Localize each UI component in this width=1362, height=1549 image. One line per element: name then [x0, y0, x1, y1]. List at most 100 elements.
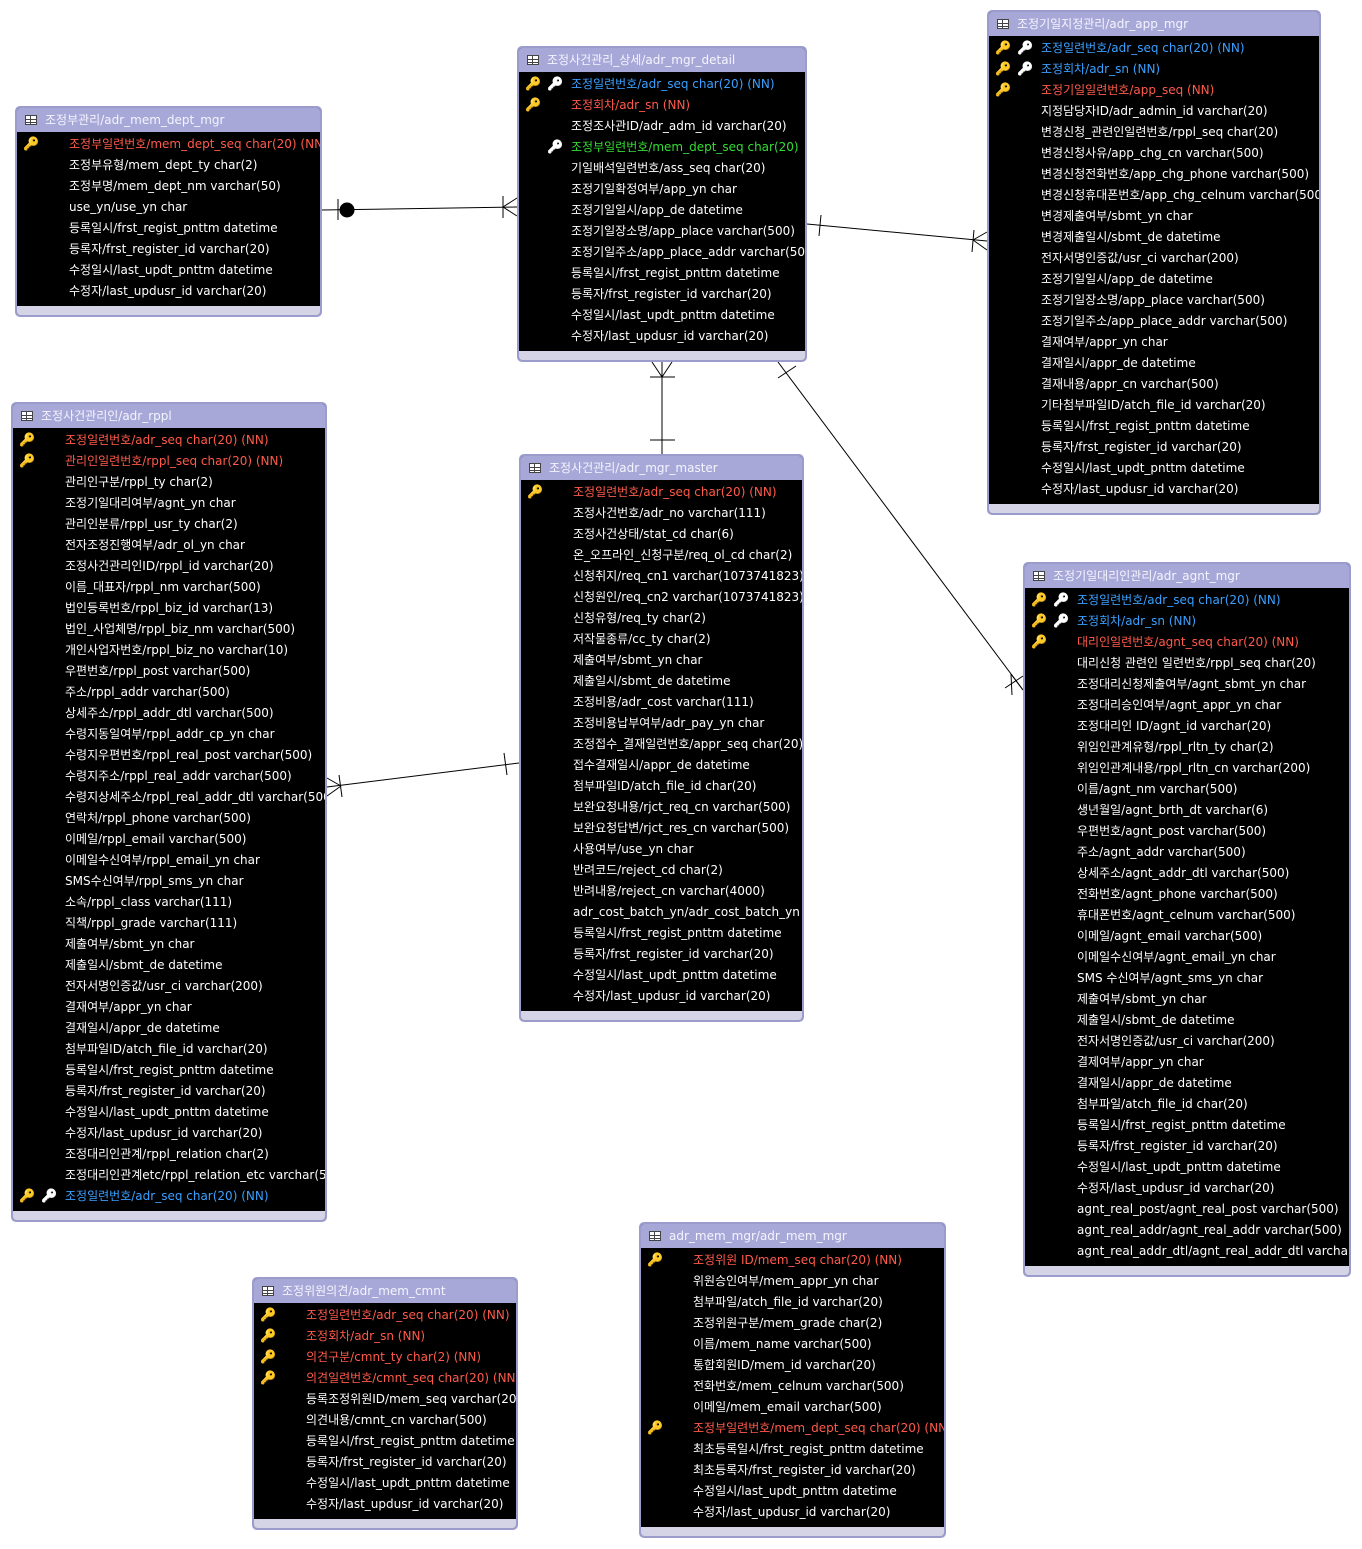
column-row[interactable]: 직책/rppl_grade varchar(111) — [13, 913, 325, 934]
column-row[interactable]: 등록일시/frst_regist_pnttm datetime — [989, 416, 1319, 437]
column-row[interactable]: 🔑대리인일련번호/agnt_seq char(20) (NN) — [1025, 632, 1349, 653]
column-row[interactable]: 첨부파일ID/atch_file_id char(20) — [521, 776, 802, 797]
column-row[interactable]: 위원승인여부/mem_appr_yn char — [641, 1271, 944, 1292]
column-row[interactable]: 첨부파일ID/atch_file_id varchar(20) — [13, 1039, 325, 1060]
column-row[interactable]: 수정자/last_updusr_id varchar(20) — [989, 479, 1319, 500]
column-row[interactable]: 우편번호/agnt_post varchar(500) — [1025, 821, 1349, 842]
column-row[interactable]: 지정담당자ID/adr_admin_id varchar(20) — [989, 101, 1319, 122]
column-row[interactable]: 개인사업자번호/rppl_biz_no varchar(10) — [13, 640, 325, 661]
column-row[interactable]: 결재일시/appr_de datetime — [989, 353, 1319, 374]
column-row[interactable]: 수정자/last_updusr_id varchar(20) — [17, 281, 320, 302]
column-row[interactable]: 수정일시/last_updt_pnttm datetime — [13, 1102, 325, 1123]
column-row[interactable]: 연락처/rppl_phone varchar(500) — [13, 808, 325, 829]
entity-master[interactable]: 조정사건관리/adr_mgr_master🔑조정일련번호/adr_seq cha… — [519, 454, 804, 1022]
column-row[interactable]: 접수결재일시/appr_de datetime — [521, 755, 802, 776]
column-row[interactable]: 제출여부/sbmt_yn char — [1025, 989, 1349, 1010]
column-row[interactable]: 제출일시/sbmt_de datetime — [521, 671, 802, 692]
column-row[interactable]: 사용여부/use_yn char — [521, 839, 802, 860]
column-row[interactable]: 소속/rppl_class varchar(111) — [13, 892, 325, 913]
column-row[interactable]: 🔑조정일련번호/adr_seq char(20) (NN) — [13, 430, 325, 451]
column-row[interactable]: 전자서명인증값/usr_ci varchar(200) — [13, 976, 325, 997]
column-row[interactable]: 결재여부/appr_yn char — [989, 332, 1319, 353]
column-row[interactable]: 이름/agnt_nm varchar(500) — [1025, 779, 1349, 800]
column-row[interactable]: 수령지상세주소/rppl_real_addr_dtl varchar(500) — [13, 787, 325, 808]
column-row[interactable]: agnt_real_addr/agnt_real_addr varchar(50… — [1025, 1220, 1349, 1241]
column-row[interactable]: 수정일시/last_updt_pnttm datetime — [17, 260, 320, 281]
column-row[interactable]: 🔑🔑조정일련번호/adr_seq char(20) (NN) — [13, 1186, 325, 1207]
column-row[interactable]: 🔑조정부일련번호/mem_dept_seq char(20) (NN) — [17, 134, 320, 155]
column-row[interactable]: 첨부파일/atch_file_id char(20) — [1025, 1094, 1349, 1115]
column-row[interactable]: 신청취지/req_cn1 varchar(1073741823) — [521, 566, 802, 587]
column-row[interactable]: 조정기일주소/app_place_addr varchar(500) — [989, 311, 1319, 332]
column-row[interactable]: 결제여부/appr_yn char — [1025, 1052, 1349, 1073]
column-row[interactable]: 법인등록번호/rppl_biz_id varchar(13) — [13, 598, 325, 619]
column-row[interactable]: 변경신청전화번호/app_chg_phone varchar(500) — [989, 164, 1319, 185]
column-row[interactable]: 🔑조정회차/adr_sn (NN) — [254, 1326, 516, 1347]
column-row[interactable]: 조정기일일시/app_de datetime — [989, 269, 1319, 290]
column-row[interactable]: 조정기일대리여부/agnt_yn char — [13, 493, 325, 514]
column-row[interactable]: 등록자/frst_register_id varchar(20) — [17, 239, 320, 260]
entity-header[interactable]: 조정사건관리/adr_mgr_master — [521, 456, 802, 480]
column-row[interactable]: 온_오프라인_신청구분/req_ol_cd char(2) — [521, 545, 802, 566]
column-row[interactable]: 이메일수신여부/agnt_email_yn char — [1025, 947, 1349, 968]
column-row[interactable]: agnt_real_post/agnt_real_post varchar(50… — [1025, 1199, 1349, 1220]
column-row[interactable]: 🔑🔑조정회차/adr_sn (NN) — [989, 59, 1319, 80]
column-row[interactable]: 저작물종류/cc_ty char(2) — [521, 629, 802, 650]
column-row[interactable]: 전화번호/mem_celnum varchar(500) — [641, 1376, 944, 1397]
column-row[interactable]: 조정사건번호/adr_no varchar(111) — [521, 503, 802, 524]
column-row[interactable]: 🔑🔑조정일련번호/adr_seq char(20) (NN) — [519, 74, 805, 95]
column-row[interactable]: 🔑관리인일련번호/rppl_seq char(20) (NN) — [13, 451, 325, 472]
column-row[interactable]: 수정일시/last_updt_pnttm datetime — [1025, 1157, 1349, 1178]
column-row[interactable]: 결재내용/appr_cn varchar(500) — [989, 374, 1319, 395]
column-row[interactable]: 조정접수_결재일련번호/appr_seq char(20) — [521, 734, 802, 755]
column-row[interactable]: 수정자/last_updusr_id varchar(20) — [13, 1123, 325, 1144]
entity-cmnt[interactable]: 조정위원의견/adr_mem_cmnt🔑조정일련번호/adr_seq char(… — [252, 1277, 518, 1530]
column-row[interactable]: 조정조사관ID/adr_adm_id varchar(20) — [519, 116, 805, 137]
column-row[interactable]: 변경제출일시/sbmt_de datetime — [989, 227, 1319, 248]
column-row[interactable]: 관리인구분/rppl_ty char(2) — [13, 472, 325, 493]
column-row[interactable]: 조정대리인 ID/agnt_id varchar(20) — [1025, 716, 1349, 737]
column-row[interactable]: 변경신청_관련인일련번호/rppl_seq char(20) — [989, 122, 1319, 143]
column-row[interactable]: 조정비용납부여부/adr_pay_yn char — [521, 713, 802, 734]
column-row[interactable]: 기일배석일련번호/ass_seq char(20) — [519, 158, 805, 179]
column-row[interactable]: 제출일시/sbmt_de datetime — [1025, 1010, 1349, 1031]
column-row[interactable]: 조정부명/mem_dept_nm varchar(50) — [17, 176, 320, 197]
column-row[interactable]: 수정일시/last_updt_pnttm datetime — [989, 458, 1319, 479]
column-row[interactable]: 생년월일/agnt_brth_dt varchar(6) — [1025, 800, 1349, 821]
column-row[interactable]: 조정기일장소명/app_place varchar(500) — [989, 290, 1319, 311]
column-row[interactable]: 법인_사업체명/rppl_biz_nm varchar(500) — [13, 619, 325, 640]
entity-header[interactable]: 조정사건관리_상세/adr_mgr_detail — [519, 48, 805, 72]
column-row[interactable]: 조정기일주소/app_place_addr varchar(500) — [519, 242, 805, 263]
entity-app[interactable]: 조정기일지정관리/adr_app_mgr🔑🔑조정일련번호/adr_seq cha… — [987, 10, 1321, 515]
column-row[interactable]: 수정자/last_updusr_id varchar(20) — [641, 1502, 944, 1523]
column-row[interactable]: 반려코드/reject_cd char(2) — [521, 860, 802, 881]
column-row[interactable]: 등록자/frst_register_id varchar(20) — [989, 437, 1319, 458]
column-row[interactable]: 🔑조정일련번호/adr_seq char(20) (NN) — [254, 1305, 516, 1326]
column-row[interactable]: 변경신청휴대폰번호/app_chg_celnum varchar(500) — [989, 185, 1319, 206]
column-row[interactable]: 🔑조정부일련번호/mem_dept_seq char(20) — [519, 137, 805, 158]
column-row[interactable]: 이름_대표자/rppl_nm varchar(500) — [13, 577, 325, 598]
column-row[interactable]: 조정사건상태/stat_cd char(6) — [521, 524, 802, 545]
column-row[interactable]: 🔑🔑조정일련번호/adr_seq char(20) (NN) — [1025, 590, 1349, 611]
column-row[interactable]: 조정사건관리인ID/rppl_id varchar(20) — [13, 556, 325, 577]
column-row[interactable]: 최초등록일시/frst_regist_pnttm datetime — [641, 1439, 944, 1460]
column-row[interactable]: 등록일시/frst_regist_pnttm datetime — [254, 1431, 516, 1452]
column-row[interactable]: 등록자/frst_register_id varchar(20) — [13, 1081, 325, 1102]
column-row[interactable]: 기타첨부파일ID/atch_file_id varchar(20) — [989, 395, 1319, 416]
entity-detail[interactable]: 조정사건관리_상세/adr_mgr_detail🔑🔑조정일련번호/adr_seq… — [517, 46, 807, 362]
entity-header[interactable]: 조정부관리/adr_mem_dept_mgr — [17, 108, 320, 132]
column-row[interactable]: 수령지동일여부/rppl_addr_cp_yn char — [13, 724, 325, 745]
column-row[interactable]: SMS 수신여부/agnt_sms_yn char — [1025, 968, 1349, 989]
column-row[interactable]: 등록일시/frst_regist_pnttm datetime — [13, 1060, 325, 1081]
column-row[interactable]: 수정일시/last_updt_pnttm datetime — [521, 965, 802, 986]
column-row[interactable]: agnt_real_addr_dtl/agnt_real_addr_dtl va… — [1025, 1241, 1349, 1262]
column-row[interactable]: 보완요청답변/rjct_res_cn varchar(500) — [521, 818, 802, 839]
column-row[interactable]: 제출여부/sbmt_yn char — [13, 934, 325, 955]
column-row[interactable]: 변경제출여부/sbmt_yn char — [989, 206, 1319, 227]
column-row[interactable]: 조정기일장소명/app_place varchar(500) — [519, 221, 805, 242]
entity-agnt[interactable]: 조정기일대리인관리/adr_agnt_mgr🔑🔑조정일련번호/adr_seq c… — [1023, 562, 1351, 1277]
column-row[interactable]: 조정대리신청제출여부/agnt_sbmt_yn char — [1025, 674, 1349, 695]
column-row[interactable]: 최초등록자/frst_register_id varchar(20) — [641, 1460, 944, 1481]
column-row[interactable]: 🔑조정위원 ID/mem_seq char(20) (NN) — [641, 1250, 944, 1271]
column-row[interactable]: 조정대리인관계/rppl_relation char(2) — [13, 1144, 325, 1165]
